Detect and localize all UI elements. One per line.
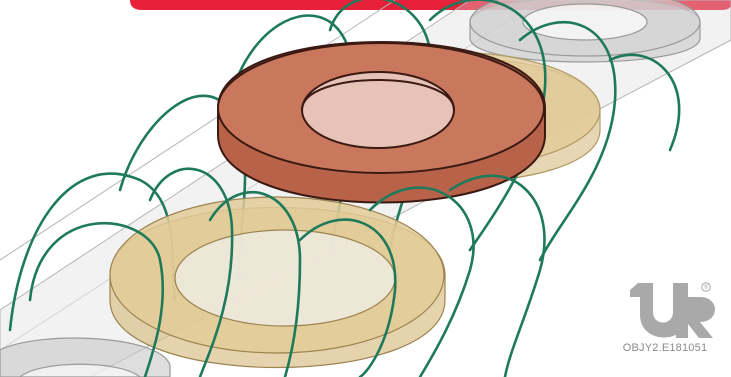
ul-file-code: OBJY2.E181051 [600,342,730,354]
registered-symbol: ® [704,284,709,291]
gray-ring-far [470,0,700,62]
ur-recognized-component-mark [630,283,715,338]
copper-ring [218,42,545,203]
